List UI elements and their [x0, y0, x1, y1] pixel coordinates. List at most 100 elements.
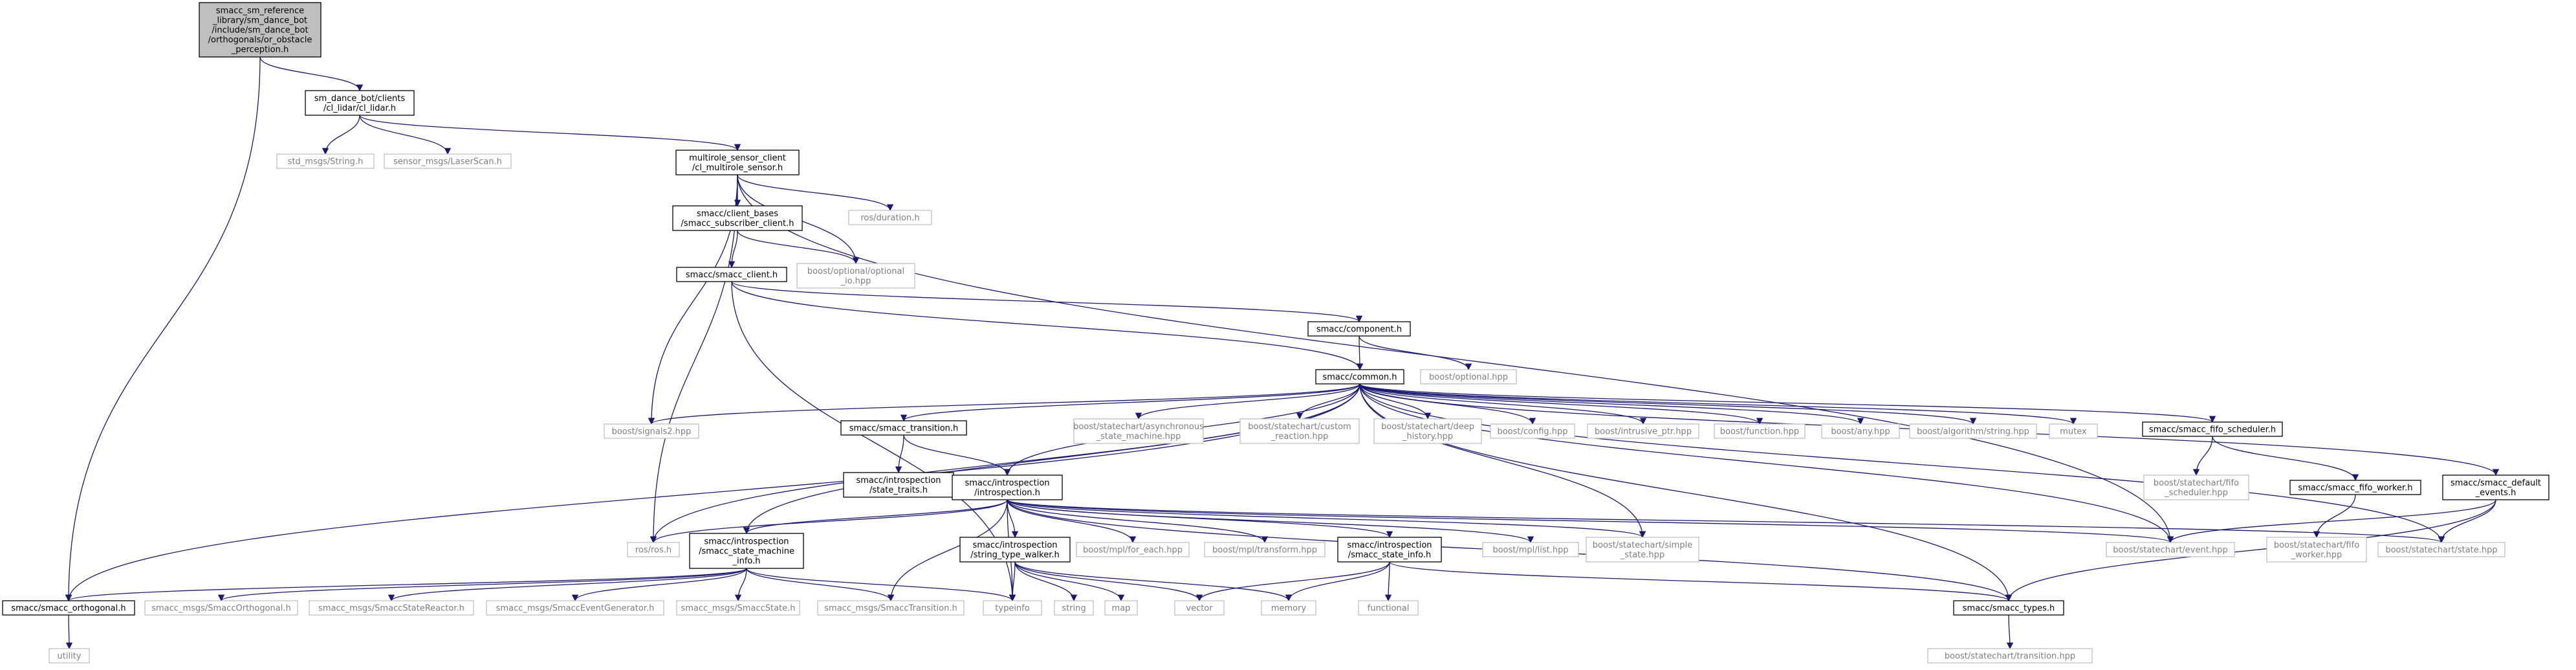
- node-box: [604, 423, 699, 439]
- node-box: [2106, 542, 2235, 557]
- node-async_sm: boost/statechart/asynchronous_state_mach…: [1073, 418, 1204, 444]
- node-fifo_scheduler[interactable]: smacc/smacc_fifo_scheduler.h: [2142, 421, 2283, 437]
- node-box: [1586, 537, 1699, 563]
- node-label-line: ros/ros.h: [635, 546, 671, 555]
- node-state_traits[interactable]: smacc/introspection/state_traits.h: [843, 472, 954, 498]
- node-label-line: boost/statechart/fifo: [2154, 478, 2239, 488]
- node-label-line: boost/mpl/for_each.hpp: [1083, 546, 1183, 555]
- node-label-line: smacc/introspection: [965, 478, 1049, 488]
- node-root[interactable]: smacc_sm_reference_library/sm_dance_bot/…: [199, 2, 322, 58]
- edge-root-to-cl_lidar: [259, 56, 364, 92]
- node-box: [2377, 542, 2505, 557]
- node-label-line: utility: [58, 652, 82, 662]
- node-box: [1261, 600, 1316, 616]
- edge-state_info-to-memory: [1285, 561, 1390, 602]
- node-label-line: typeinfo: [995, 604, 1029, 614]
- edge-common-to-async_sm: [1135, 383, 1360, 420]
- node-box: [1054, 600, 1094, 616]
- node-intrusive: boost/intrusive_ptr.hpp: [1587, 423, 1699, 439]
- node-optional: boost/optional.hpp: [1420, 369, 1517, 385]
- node-fifo_worker[interactable]: smacc/smacc_fifo_worker.h: [2289, 480, 2421, 495]
- node-label-line: /string_type_walker.h: [970, 550, 1060, 560]
- edge-common-to-sc_event: [1359, 383, 2174, 544]
- node-msg_transition: smacc_msgs/SmaccTransition.h: [817, 600, 965, 616]
- node-label-line: /smacc_subscriber_client.h: [681, 219, 794, 229]
- node-msg_evgen: smacc_msgs/SmaccEventGenerator.h: [486, 600, 664, 616]
- edges-layer: [65, 56, 2499, 650]
- node-label-line: _events.h: [2475, 488, 2516, 498]
- edge-introspection-to-simple_state: [1007, 499, 1646, 539]
- edge-sm_info-to-msg_state: [734, 568, 747, 602]
- node-label-line: boost/statechart/deep: [1381, 422, 1474, 432]
- node-box: [2289, 480, 2421, 495]
- node-functional: functional: [1358, 600, 1419, 616]
- node-label-line: _state.hpp: [1620, 550, 1665, 560]
- node-default_events[interactable]: smacc/smacc_default_events.h: [2442, 475, 2549, 500]
- node-custom_reaction: boost/statechart/custom_reaction.hpp: [1239, 418, 1360, 444]
- node-cl_lidar[interactable]: sm_dance_bot/clients/cl_lidar/cl_lidar.h: [305, 90, 415, 116]
- edge-sm_info-to-msg_reactor: [388, 568, 747, 602]
- edge-common-to-alg_string: [1359, 383, 1976, 425]
- node-label-line: /include/sm_dance_bot: [212, 26, 308, 36]
- node-box: [1953, 600, 2064, 616]
- node-label-line: smacc/smacc_orthogonal.h: [11, 604, 126, 614]
- node-label-line: boost/statechart/event.hpp: [2113, 546, 2227, 555]
- node-label-line: functional: [1368, 604, 1410, 614]
- edge-common-to-function: [1359, 383, 1763, 425]
- node-label-line: _history.hpp: [1402, 432, 1453, 441]
- node-label-line: boost/intrusive_ptr.hpp: [1595, 427, 1692, 437]
- node-smacc_types[interactable]: smacc/smacc_types.h: [1953, 600, 2064, 616]
- node-box: [1587, 423, 1699, 439]
- node-label-line: /orthogonals/or_obstacle: [208, 36, 312, 45]
- node-label-line: smacc/introspection: [856, 476, 941, 486]
- node-label-line: _io.hpp: [840, 276, 871, 286]
- edge-common-to-any: [1359, 383, 1864, 425]
- edge-state_info-to-vector: [1195, 561, 1390, 602]
- node-msg_state: smacc_msgs/SmaccState.h: [676, 600, 800, 616]
- node-box: [672, 205, 803, 231]
- node-introspection[interactable]: smacc/introspection/introspection.h: [952, 475, 1063, 500]
- node-utility: utility: [49, 648, 90, 664]
- node-label-line: _state_machine.hpp: [1096, 432, 1181, 441]
- node-sm_info[interactable]: smacc/introspection/smacc_state_machine_…: [689, 533, 804, 569]
- edge-smacc_types-to-sc_transition: [2006, 614, 2014, 650]
- edge-sm_info-to-msg_orthogonal: [218, 568, 747, 602]
- node-type_walker[interactable]: smacc/introspection/string_type_walker.h: [959, 537, 1071, 563]
- node-smacc_transition[interactable]: smacc/smacc_transition.h: [840, 420, 967, 436]
- node-label-line: boost/any.hpp: [1831, 427, 1890, 437]
- node-label-line: /cl_lidar/cl_lidar.h: [323, 104, 396, 113]
- node-common[interactable]: smacc/common.h: [1315, 369, 1404, 385]
- edge-default_events-to-sc_state: [2438, 499, 2496, 544]
- node-box: [2142, 421, 2283, 437]
- node-label-line: _reaction.hpp: [1271, 432, 1328, 441]
- node-box: [1420, 369, 1517, 385]
- edge-component-to-common: [1356, 335, 1364, 371]
- node-state_info[interactable]: smacc/introspection/smacc_state_info.h: [1337, 537, 1442, 563]
- node-label-line: boost/statechart/asynchronous: [1073, 422, 1204, 432]
- node-smacc_client[interactable]: smacc/smacc_client.h: [676, 267, 787, 282]
- node-box: [1482, 542, 1579, 557]
- node-component[interactable]: smacc/component.h: [1307, 321, 1411, 337]
- node-orthogonal[interactable]: smacc/smacc_orthogonal.h: [2, 600, 135, 616]
- edge-type_walker-to-string: [1014, 561, 1078, 602]
- node-box: [959, 537, 1071, 563]
- node-label-line: vector: [1186, 604, 1213, 614]
- node-subscriber[interactable]: smacc/client_bases/smacc_subscriber_clie…: [672, 205, 803, 231]
- node-box: [2, 600, 135, 616]
- node-box: [2143, 475, 2249, 500]
- node-label-line: boost/algorithm/string.hpp: [1917, 427, 2029, 437]
- node-label-line: smacc/smacc_types.h: [1963, 604, 2055, 614]
- node-std_string: std_msgs/String.h: [276, 153, 375, 169]
- node-signals2: boost/signals2.hpp: [604, 423, 699, 439]
- edge-common-to-signals2: [648, 383, 1360, 425]
- edge-sm_info-to-msg_evgen: [571, 568, 747, 602]
- edge-type_walker-to-vector: [1014, 561, 1203, 602]
- node-sc_transition: boost/statechart/transition.hpp: [1927, 648, 2093, 664]
- node-box: [2442, 475, 2549, 500]
- node-box: [1358, 600, 1419, 616]
- node-box: [199, 2, 322, 58]
- node-multirole[interactable]: multirole_sensor_client/cl_multirole_sen…: [675, 150, 800, 175]
- node-label-line: sensor_msgs/LaserScan.h: [393, 157, 502, 167]
- edge-sm_info-to-typeinfo: [746, 568, 1016, 602]
- node-label-line: boost/statechart/transition.hpp: [1945, 652, 2075, 662]
